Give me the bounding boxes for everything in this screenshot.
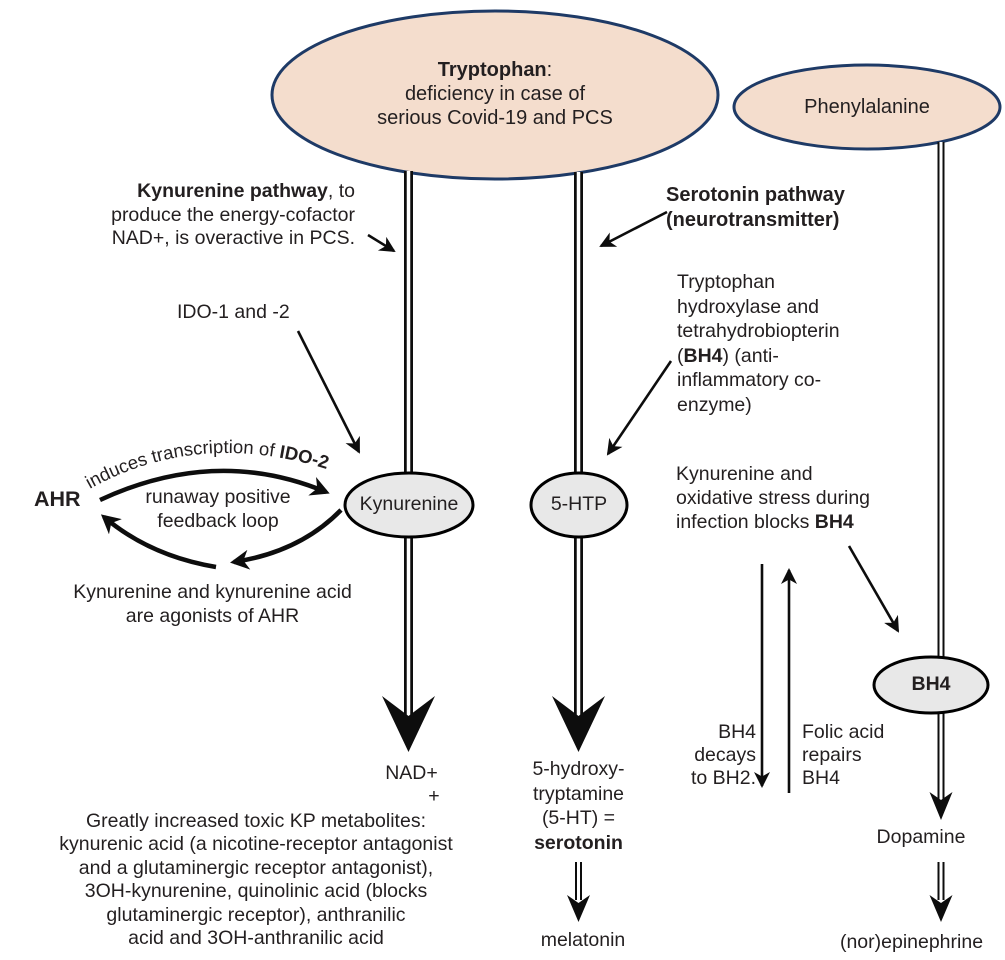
feedback-loop-bottom-arrow-left [100,514,217,570]
kynurenine-pathway-line [382,171,435,752]
melatonin-arrow [567,862,590,922]
feedback-loop-bottom-arrow-right [230,508,343,570]
serotonin-output-label: 5-hydroxy- tryptamine (5-HT) = serotonin [532,758,625,854]
melatonin-label: melatonin [540,929,626,951]
phenylalanine-pathway-line [929,142,953,820]
feedback-loop-top-arrow [99,468,330,503]
kynurenine-node-label: Kynurenine [359,493,459,515]
kynurenine-pathway-label: Kynurenine pathway, to produce the energ… [111,180,355,249]
phenylalanine-label: Phenylalanine [804,96,930,118]
bh4-node-label: BH4 [911,673,951,695]
kyn-pathway-pointer-arrow [367,233,396,253]
tryptophan-node [270,9,720,181]
nad-plus-label: + [428,785,440,807]
ido-arrow [296,330,361,454]
kp-metabolites-label: Greatly increased toxic KP metabolites: … [59,810,453,950]
runaway-loop-label: runaway positive feedback loop [145,486,291,532]
kyn-ox-label: Kynurenine and oxidative stress during i… [676,463,871,533]
ido-label: IDO-1 and -2 [177,301,290,323]
tryptophan-name: Tryptophan [437,59,547,81]
nad-label: NAD+ [385,762,438,784]
big-arrowhead-nad [382,696,435,752]
sero-pathway-pointer-arrow [599,210,668,248]
trp-hydroxylase-label: Tryptophan hydroxylase and tetrahydrobio… [677,271,840,416]
folic-acid-label: Folic acid repairs BH4 [802,721,885,789]
tryptophan-label: Tryptophan: deficiency in case of seriou… [377,59,613,129]
ahr-label: AHR [34,487,81,511]
norepinephrine-arrow [929,862,953,922]
five-htp-node-label: 5-HTP [550,493,608,515]
phenylalanine-node [732,63,1002,151]
bh4-node [872,655,990,715]
serotonin-pathway-label: Serotonin pathway (neurotransmitter) [666,184,845,231]
dopamine-label: Dopamine [876,826,966,848]
kyn-ox-arrow [847,545,900,633]
norepinephrine-label: (nor)epinephrine [839,931,984,953]
big-arrowhead-serotonin [552,696,605,752]
agonists-label: Kynurenine and kynurenine acid are agoni… [73,581,352,627]
arrowhead-dopamine [929,792,953,820]
kynurenine-node [343,471,475,539]
five-htp-node [529,471,629,539]
bh4-decay-label: BH4 decays to BH2. [690,721,756,789]
trp-hydroxylase-arrow [606,360,673,456]
serotonin-pathway-line [552,172,605,752]
